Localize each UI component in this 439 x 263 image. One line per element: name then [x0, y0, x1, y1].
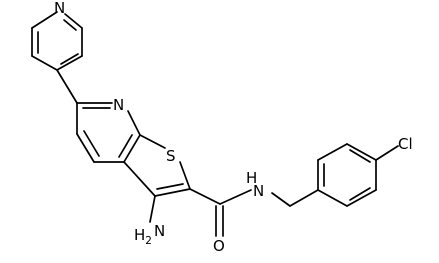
- bond-c7a-c3a: [123, 134, 141, 163]
- atom-label-amide-h: H: [246, 169, 257, 187]
- atom-label-s: S: [166, 147, 176, 165]
- bond-pyr-c6-n: [64, 13, 83, 29]
- atom-label-cl: Cl: [398, 135, 413, 153]
- bond-ch2-ring: [289, 189, 319, 207]
- bond-ph-cl: [375, 145, 399, 161]
- bond-pyr-c4-c5: [56, 55, 83, 71]
- bond-c3-nh2: [149, 195, 156, 223]
- bond-c2-c3: [154, 188, 191, 197]
- bond-pyr-double-2: [60, 53, 79, 65]
- atom-label-fused-n: N: [113, 96, 124, 114]
- bond-s1-c2: [179, 161, 191, 190]
- bond-n7-c7a: [127, 110, 141, 136]
- bond-c3-c3a: [123, 161, 156, 197]
- bond-ph-double-2: [349, 187, 371, 201]
- bond-fused-double-3: [118, 134, 133, 158]
- bond-biaryl: [56, 69, 78, 104]
- bond-thio-double: [156, 183, 184, 190]
- bond-ph-5-6: [317, 143, 348, 161]
- amino-h-count: 2: [145, 235, 152, 247]
- bond-c4-c5: [76, 133, 95, 163]
- bond-pyr-n-c2: [31, 11, 58, 29]
- bond-n-ch2: [271, 192, 291, 207]
- bond-c2-carbonyl: [189, 188, 221, 205]
- atom-label-carbonyl-o: O: [213, 237, 225, 255]
- atom-label-amide-n: N: [253, 182, 264, 200]
- atom-label-amino-h: H2: [134, 226, 152, 247]
- bond-fused-double-2: [83, 130, 100, 157]
- atom-label-amino-n: N: [154, 222, 165, 240]
- bond-pyr-double-3: [63, 19, 77, 31]
- bond-carbonyl-n: [219, 189, 252, 205]
- bond-ph-1-2: [317, 189, 348, 207]
- bond-c7a-s1: [139, 134, 166, 149]
- bond-pyr-c3-c4: [31, 55, 58, 71]
- bond-ph-double-3: [349, 149, 371, 163]
- atom-label-pyridine-n: N: [54, 0, 65, 17]
- bond-ph-2-3: [346, 189, 377, 207]
- amino-h-letter: H: [134, 226, 145, 244]
- bond-ph-4-5: [346, 143, 377, 161]
